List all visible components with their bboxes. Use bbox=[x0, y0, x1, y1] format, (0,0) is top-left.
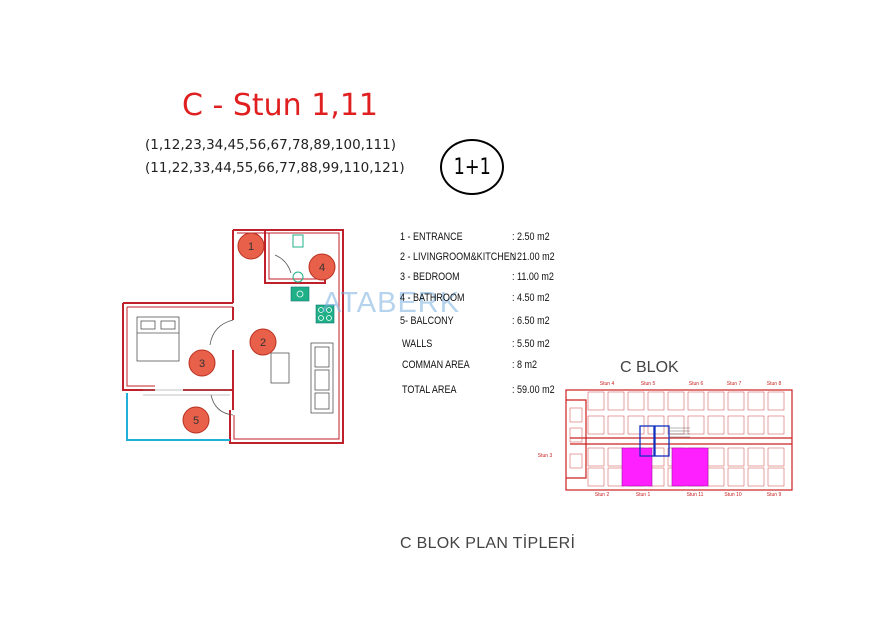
room-marker-2: 2 bbox=[260, 337, 266, 349]
room-marker-1: 1 bbox=[248, 241, 254, 253]
unit-numbers-line-2: (11,22,33,44,55,66,77,88,99,110,121) bbox=[145, 160, 405, 176]
area-label-bedroom: 3 - BEDROOM bbox=[400, 271, 460, 283]
block-unit-cell bbox=[627, 391, 645, 411]
area-label-living: 2 - LIVINGROOM&KITCHEN bbox=[400, 251, 517, 263]
area-value-total: : 59.00 m2 bbox=[512, 384, 555, 396]
block-unit-cell bbox=[587, 467, 605, 487]
apartment-type-badge: 1+1 bbox=[440, 139, 504, 195]
block-unit-cell bbox=[569, 407, 583, 423]
room-marker-4: 4 bbox=[319, 262, 325, 274]
label-stun-2: Stun 2 bbox=[595, 492, 610, 498]
block-unit-cell bbox=[647, 415, 665, 435]
label-stun-7: Stun 7 bbox=[727, 381, 742, 387]
label-stun-4: Stun 4 bbox=[600, 381, 615, 387]
label-stun-9: Stun 9 bbox=[767, 492, 782, 498]
block-unit-cell bbox=[727, 415, 745, 435]
block-unit-cell bbox=[747, 391, 765, 411]
area-value-bathroom: : 4.50 m2 bbox=[512, 292, 550, 304]
label-stun-8: Stun 8 bbox=[767, 381, 782, 387]
area-value-entrance: : 2.50 m2 bbox=[512, 231, 550, 243]
block-unit-cell bbox=[607, 467, 625, 487]
block-unit-cell bbox=[687, 415, 705, 435]
unit-numbers-line-1: (1,12,23,34,45,56,67,78,89,100,111) bbox=[145, 137, 396, 153]
block-unit-cell bbox=[569, 427, 583, 443]
unit-floor-plan: 1 2 3 4 5 bbox=[122, 229, 344, 444]
block-unit-cell bbox=[667, 391, 685, 411]
plan-types-caption: C BLOK PLAN TİPLERİ bbox=[400, 535, 576, 552]
area-label-walls: WALLS bbox=[402, 338, 433, 350]
watermark-text: ATABERK bbox=[322, 287, 461, 319]
room-marker-5: 5 bbox=[193, 415, 199, 427]
block-unit-cell bbox=[767, 447, 785, 467]
area-value-bedroom: : 11.00 m2 bbox=[512, 271, 554, 283]
block-unit-cell bbox=[569, 453, 583, 469]
block-unit-cell bbox=[607, 415, 625, 435]
area-label-entrance: 1 - ENTRANCE bbox=[400, 231, 463, 243]
area-label-bathroom: 4 - BATHROOM bbox=[400, 292, 465, 304]
block-unit-cell bbox=[607, 391, 625, 411]
block-unit-cell bbox=[707, 447, 725, 467]
block-unit-cell bbox=[707, 415, 725, 435]
block-unit-cell bbox=[607, 447, 625, 467]
apartment-type-label: 1+1 bbox=[453, 154, 491, 180]
area-value-walls: : 5.50 m2 bbox=[512, 338, 550, 350]
block-unit-cell bbox=[647, 391, 665, 411]
block-unit-cell bbox=[707, 391, 725, 411]
block-unit-cell bbox=[667, 415, 685, 435]
block-unit-cell bbox=[767, 391, 785, 411]
area-value-living: : 21.00 m2 bbox=[512, 251, 555, 263]
block-unit-cell bbox=[587, 415, 605, 435]
room-marker-3: 3 bbox=[199, 358, 205, 370]
label-stun-5: Stun 5 bbox=[641, 381, 656, 387]
label-stun-1: Stun 1 bbox=[636, 492, 651, 498]
block-unit-cell bbox=[747, 447, 765, 467]
block-unit-cell bbox=[747, 467, 765, 487]
block-unit-cell bbox=[627, 415, 645, 435]
label-stun-11: Stun 11 bbox=[687, 492, 704, 498]
plan-title: C - Stun 1,11 bbox=[182, 88, 379, 123]
block-floor-plan: Stun 4 Stun 5 Stun 6 Stun 7 Stun 8 Stun … bbox=[538, 381, 793, 498]
block-unit-cell bbox=[767, 415, 785, 435]
area-label-total: TOTAL AREA bbox=[402, 384, 457, 396]
block-unit-cell bbox=[727, 467, 745, 487]
block-unit-cell bbox=[707, 467, 725, 487]
block-unit-cell bbox=[587, 447, 605, 467]
area-value-common: : 8 m2 bbox=[512, 359, 538, 371]
label-stun-6: Stun 6 bbox=[689, 381, 704, 387]
area-label-balcony: 5- BALCONY bbox=[400, 315, 454, 327]
block-unit-cell bbox=[747, 415, 765, 435]
block-unit-cell bbox=[727, 447, 745, 467]
label-stun-10: Stun 10 bbox=[724, 492, 741, 498]
block-unit-cell bbox=[767, 467, 785, 487]
area-value-balcony: : 6.50 m2 bbox=[512, 315, 550, 327]
block-unit-cell bbox=[727, 391, 745, 411]
area-label-common: COMMAN AREA bbox=[402, 359, 470, 371]
label-stun-3: Stun 3 bbox=[538, 453, 553, 459]
block-unit-cell bbox=[587, 391, 605, 411]
block-plan-title: C BLOK bbox=[620, 359, 679, 376]
block-unit-cell bbox=[687, 391, 705, 411]
